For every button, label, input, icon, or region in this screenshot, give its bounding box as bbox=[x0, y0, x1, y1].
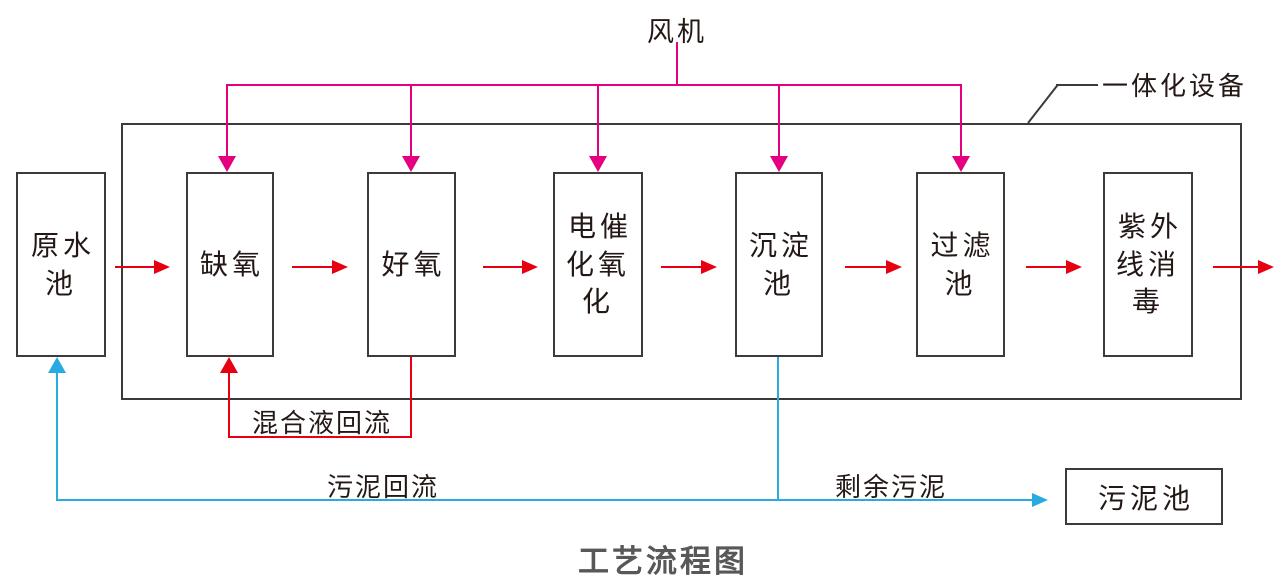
integrated-equipment-leader-line bbox=[1056, 84, 1098, 86]
flow-arrowhead-6 bbox=[1066, 260, 1082, 274]
fan-label: 风机 bbox=[647, 17, 707, 48]
box-uv-disinfection: 紫外 线消 毒 bbox=[1103, 172, 1193, 357]
flow-arrow-line-1 bbox=[115, 266, 154, 268]
fan-stem-line bbox=[676, 42, 678, 85]
mixed-liquor-return-label: 混合液回流 bbox=[252, 409, 393, 439]
flow-arrowhead-3 bbox=[522, 260, 538, 274]
fan-drop-arrowhead-sedimentation bbox=[770, 156, 788, 172]
flow-arrowhead-4 bbox=[701, 260, 717, 274]
box-sludge-tank: 污泥池 bbox=[1065, 468, 1223, 525]
sludge-return-up-line bbox=[56, 371, 58, 500]
box-filter-tank-label: 过滤 池 bbox=[930, 228, 995, 300]
fan-drop-arrowhead-anoxic bbox=[218, 156, 236, 172]
box-sludge-tank-label: 污泥池 bbox=[1097, 481, 1194, 515]
flow-arrow-line-6 bbox=[1026, 266, 1066, 268]
flow-arrow-line-3 bbox=[483, 266, 522, 268]
fan-drop-arrowhead-filter bbox=[952, 156, 970, 172]
mixed-liquor-return-bottom-line bbox=[228, 436, 412, 438]
flow-arrow-line-2 bbox=[292, 266, 332, 268]
integrated-equipment-boundary bbox=[121, 123, 1242, 400]
fan-drop-line-sedimentation bbox=[778, 84, 780, 156]
sludge-return-label: 污泥回流 bbox=[327, 473, 440, 503]
box-sedimentation-tank-label: 沉淀 池 bbox=[748, 228, 813, 300]
integrated-equipment-leader-diagonal bbox=[1027, 84, 1059, 124]
box-electrocatalytic-oxidation-label: 电催 化氧 化 bbox=[565, 209, 632, 319]
box-electrocatalytic-oxidation: 电催 化氧 化 bbox=[553, 172, 643, 357]
excess-sludge-arrowhead bbox=[1032, 493, 1048, 507]
flow-arrowhead-5 bbox=[886, 260, 902, 274]
integrated-equipment-label: 一体化设备 bbox=[1102, 72, 1248, 102]
excess-sludge-label: 剩余污泥 bbox=[835, 473, 948, 503]
sludge-return-arrowhead bbox=[48, 357, 66, 373]
flow-arrow-line-outlet bbox=[1213, 266, 1258, 268]
box-aerobic-tank: 好氧 bbox=[367, 172, 456, 357]
box-raw-water-tank: 原水 池 bbox=[16, 172, 106, 357]
fan-drop-arrowhead-aerobic bbox=[402, 156, 420, 172]
box-sedimentation-tank: 沉淀 池 bbox=[735, 172, 823, 357]
flow-arrowhead-2 bbox=[332, 260, 348, 274]
mixed-liquor-return-arrowhead bbox=[220, 357, 238, 373]
mixed-liquor-return-down-line bbox=[410, 357, 412, 438]
box-filter-tank: 过滤 池 bbox=[916, 172, 1005, 357]
mixed-liquor-return-up-line bbox=[228, 371, 230, 438]
sludge-down-line bbox=[777, 357, 779, 500]
box-anoxic-tank: 缺氧 bbox=[186, 172, 274, 357]
fan-drop-arrowhead-electro bbox=[589, 156, 607, 172]
diagram-title: 工艺流程图 bbox=[578, 544, 748, 580]
box-anoxic-tank-label: 缺氧 bbox=[199, 247, 264, 281]
fan-drop-line-anoxic bbox=[226, 84, 228, 156]
fan-drop-line-aerobic bbox=[410, 84, 412, 156]
fan-header-line bbox=[226, 84, 962, 86]
flow-arrow-line-5 bbox=[845, 266, 886, 268]
sludge-horizontal-line bbox=[56, 499, 1032, 501]
box-aerobic-tank-label: 好氧 bbox=[381, 247, 446, 281]
box-raw-water-tank-label: 原水 池 bbox=[30, 228, 95, 300]
flow-arrow-line-4 bbox=[661, 266, 701, 268]
fan-drop-line-electro bbox=[597, 84, 599, 156]
flow-arrowhead-outlet bbox=[1258, 260, 1274, 274]
flow-arrowhead-1 bbox=[154, 260, 170, 274]
fan-drop-line-filter bbox=[960, 84, 962, 156]
box-uv-disinfection-label: 紫外 线消 毒 bbox=[1115, 209, 1182, 319]
